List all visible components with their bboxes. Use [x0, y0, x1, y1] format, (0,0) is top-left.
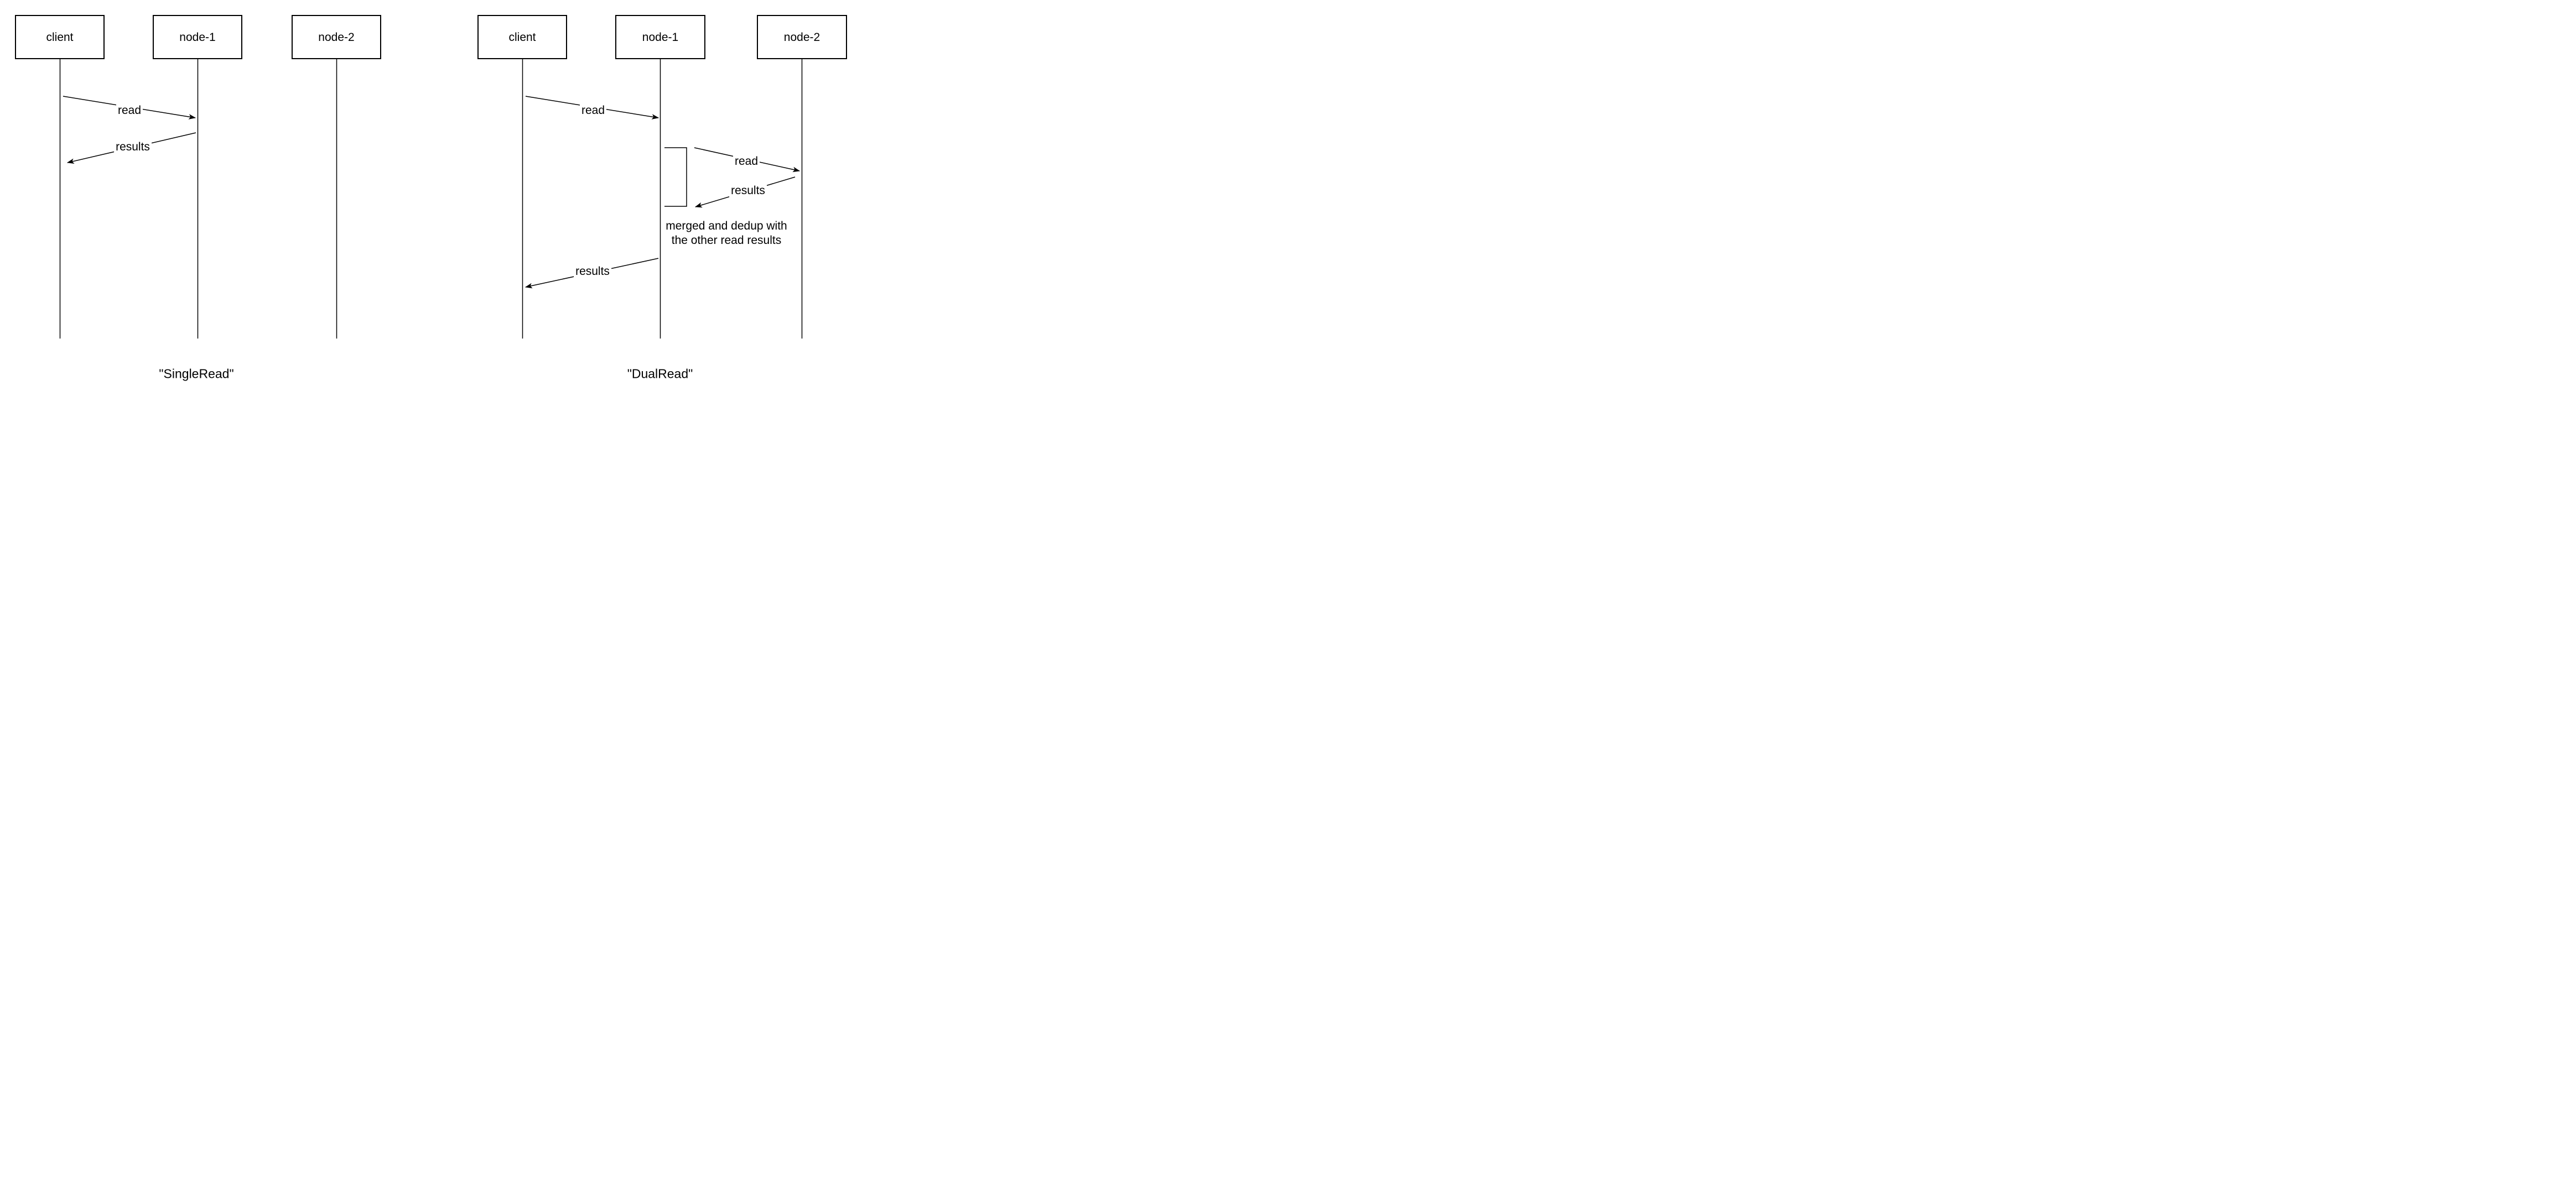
- message-label-dual-results-1: results: [729, 184, 767, 198]
- caption-dual-read: "DualRead": [627, 366, 693, 381]
- actor-box-single-node2: node-2: [292, 15, 381, 59]
- actor-box-dual-node2: node-2: [757, 15, 847, 59]
- connectors-layer: [59, 59, 803, 339]
- actor-box-single-client: client: [15, 15, 105, 59]
- message-label-single-results: results: [114, 140, 152, 154]
- caption-single-read: "SingleRead": [159, 366, 234, 381]
- actor-label-single-client: client: [46, 30, 74, 44]
- actor-label-single-node1: node-1: [179, 30, 216, 44]
- merge-note-line2: the other read results: [671, 234, 782, 247]
- actor-box-dual-node1: node-1: [615, 15, 705, 59]
- actor-box-dual-client: client: [477, 15, 567, 59]
- actor-label-single-node2: node-2: [318, 30, 355, 44]
- actor-label-dual-node2: node-2: [783, 30, 820, 44]
- sequence-diagram-canvas: client node-1 node-2 client node-1 node-…: [0, 0, 859, 399]
- actor-label-dual-client: client: [508, 30, 536, 44]
- message-label-single-read: read: [116, 103, 143, 118]
- message-label-dual-read-2: read: [733, 154, 760, 169]
- actor-box-single-node1: node-1: [153, 15, 242, 59]
- activation-bracket-node1: [664, 147, 687, 207]
- merge-note-line1: merged and dedup with: [666, 220, 787, 232]
- actor-label-dual-node1: node-1: [642, 30, 679, 44]
- message-label-dual-read-1: read: [579, 103, 607, 118]
- merge-note: merged and dedup with the other read res…: [666, 219, 787, 248]
- message-label-dual-results-2: results: [574, 264, 611, 279]
